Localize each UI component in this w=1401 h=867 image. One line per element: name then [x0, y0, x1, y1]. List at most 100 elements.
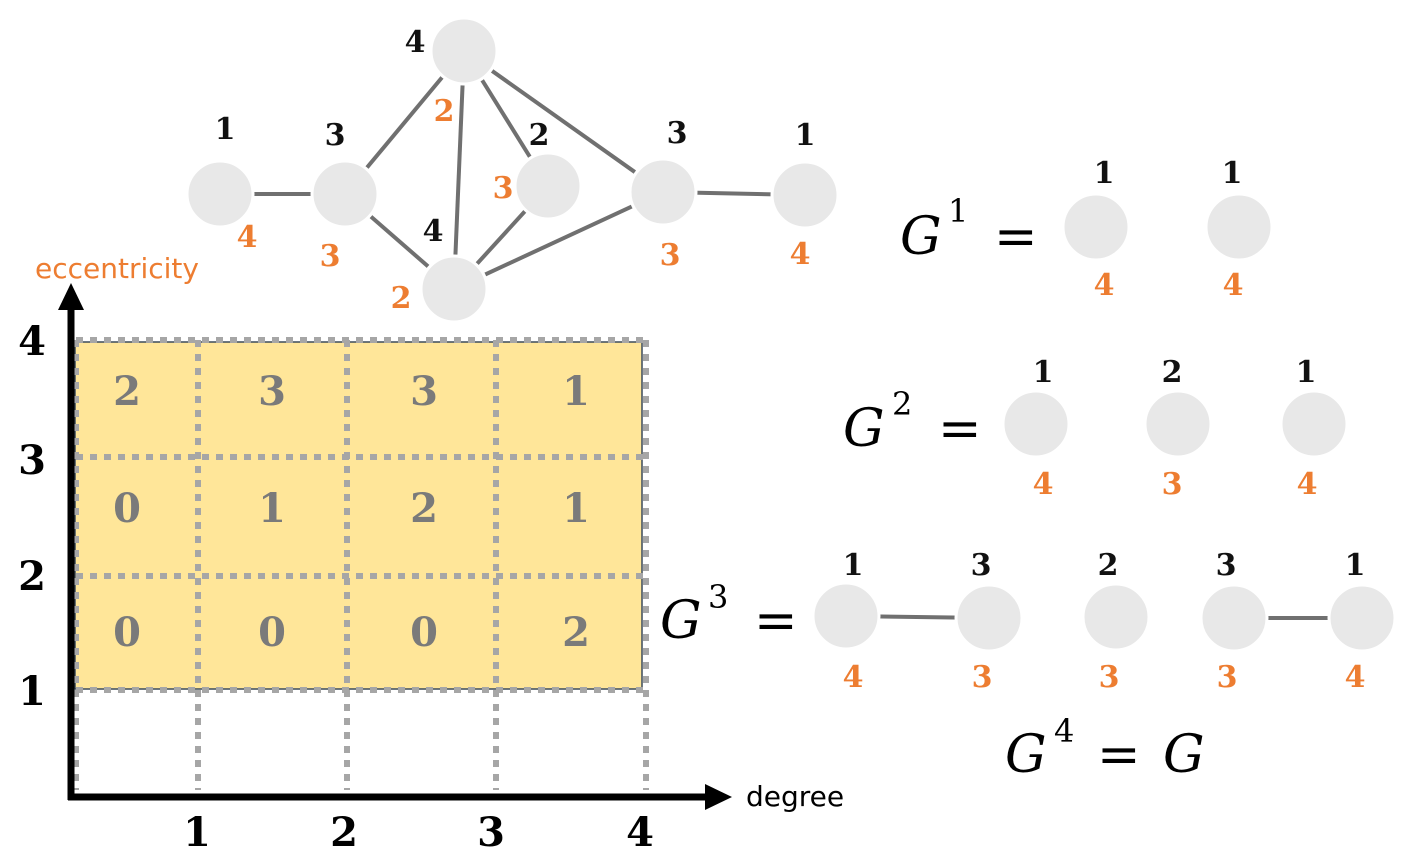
histogram-cell: 2 [562, 609, 590, 656]
edge [453, 190, 664, 291]
degree-label: 1 [843, 548, 864, 583]
equals-sign: = [754, 591, 798, 651]
graph-node [419, 254, 489, 324]
histogram-fill [74, 341, 643, 690]
equals-sign: = [994, 207, 1038, 267]
histogram-cell: 0 [258, 609, 286, 656]
histogram-cell: 1 [258, 485, 286, 532]
y-tick-label: 1 [18, 668, 46, 715]
histogram-cell: 0 [113, 485, 141, 532]
graph-node [185, 159, 255, 229]
degree-label: 4 [423, 214, 444, 249]
x-tick-label: 3 [477, 809, 505, 856]
degree-label: 1 [1094, 156, 1115, 191]
degree-label: 2 [1098, 548, 1119, 583]
eccentricity-label: 4 [790, 237, 811, 272]
degree-label: 1 [1296, 355, 1317, 390]
eccentricity-label: 4 [1345, 660, 1366, 695]
degree-label: 3 [1216, 548, 1237, 583]
subgraph-superscript: 3 [708, 578, 728, 616]
x-axis-label: degree [746, 780, 844, 813]
degree-label: 4 [405, 25, 426, 60]
histogram-cell: 2 [113, 368, 141, 415]
eccentricity-label: 4 [1223, 268, 1244, 303]
eccentricity-label: 3 [320, 239, 341, 274]
graph-node [429, 16, 499, 86]
subgraph-g1: G 1 = 1 4 1 4 [900, 156, 1274, 303]
graph-node [1204, 192, 1274, 262]
degree-label: 1 [1222, 156, 1243, 191]
degree-label: 3 [971, 548, 992, 583]
x-axis-arrow [705, 784, 732, 810]
graph-node [770, 160, 840, 230]
subgraph-symbol: G [1005, 725, 1047, 785]
eccentricity-label: 3 [660, 238, 681, 273]
subgraph-symbol: G [843, 399, 885, 459]
main-graph: 1 4 3 3 4 2 4 2 2 3 3 3 1 4 [185, 16, 840, 324]
y-axis-label: eccentricity [35, 252, 199, 285]
eccentricity-label: 2 [434, 94, 455, 129]
equals-sign: = [938, 399, 982, 459]
graph-node [1327, 583, 1397, 653]
graph-node [1061, 192, 1131, 262]
eccentricity-label: 4 [1094, 268, 1115, 303]
histogram: 2 3 3 1 0 1 2 1 0 0 0 2 [73, 337, 649, 790]
histogram-cell: 3 [410, 368, 438, 415]
subgraph-symbol: G [1163, 725, 1205, 785]
degree-label: 1 [215, 112, 236, 147]
graph-node [628, 157, 698, 227]
x-tick-label: 4 [626, 809, 654, 856]
degree-label: 2 [1162, 355, 1183, 390]
y-tick-label: 3 [18, 437, 46, 484]
eccentricity-label: 4 [843, 660, 864, 695]
eccentricity-label: 3 [1217, 660, 1238, 695]
subgraph-symbol: G [660, 591, 702, 651]
degree-label: 1 [1033, 355, 1054, 390]
degree-label: 1 [1345, 548, 1366, 583]
subgraph-superscript: 1 [948, 192, 968, 230]
histogram-cell: 1 [562, 368, 590, 415]
eccentricity-label: 3 [1099, 660, 1120, 695]
y-axis-arrow [58, 283, 84, 310]
histogram-cell: 2 [410, 485, 438, 532]
subgraph-superscript: 2 [892, 385, 912, 423]
eccentricity-label: 3 [493, 171, 514, 206]
degree-label: 2 [529, 118, 550, 153]
subgraph-g4: G 4 = G [1005, 712, 1205, 785]
y-tick-label: 4 [18, 318, 46, 365]
histogram-cell: 3 [258, 368, 286, 415]
graph-node [1001, 389, 1071, 459]
subgraph-symbol: G [900, 207, 942, 267]
y-tick-label: 2 [18, 553, 46, 600]
degree-label: 3 [325, 118, 346, 153]
degree-label: 3 [667, 116, 688, 151]
histogram-cell: 1 [562, 485, 590, 532]
edge [462, 49, 665, 194]
eccentricity-label: 2 [391, 281, 412, 316]
graph-node [811, 581, 881, 651]
subgraph-g2: G 2 = 1 4 2 3 1 4 [843, 355, 1349, 502]
eccentricity-label: 3 [972, 660, 993, 695]
histogram-cell: 0 [410, 609, 438, 656]
equals-sign: = [1097, 725, 1141, 785]
eccentricity-label: 3 [1162, 467, 1183, 502]
graph-node [513, 151, 583, 221]
eccentricity-label: 4 [237, 220, 258, 255]
histogram-cell: 0 [113, 609, 141, 656]
subgraph-superscript: 4 [1054, 712, 1074, 750]
eccentricity-label: 4 [1033, 467, 1054, 502]
x-tick-label: 1 [183, 809, 211, 856]
graph-node [1143, 389, 1213, 459]
graph-node [310, 159, 380, 229]
degree-label: 1 [795, 118, 816, 153]
graph-node [1081, 582, 1151, 652]
graph-node [1279, 389, 1349, 459]
axes: eccentricity degree 1 2 3 4 1 2 3 4 [18, 252, 844, 856]
x-tick-label: 2 [330, 809, 358, 856]
eccentricity-label: 4 [1297, 467, 1318, 502]
graph-node [1199, 583, 1269, 653]
subgraph-g3: G 3 = 1 4 3 3 2 3 3 3 1 4 [660, 548, 1397, 695]
edge [452, 50, 466, 290]
graph-node [954, 583, 1024, 653]
